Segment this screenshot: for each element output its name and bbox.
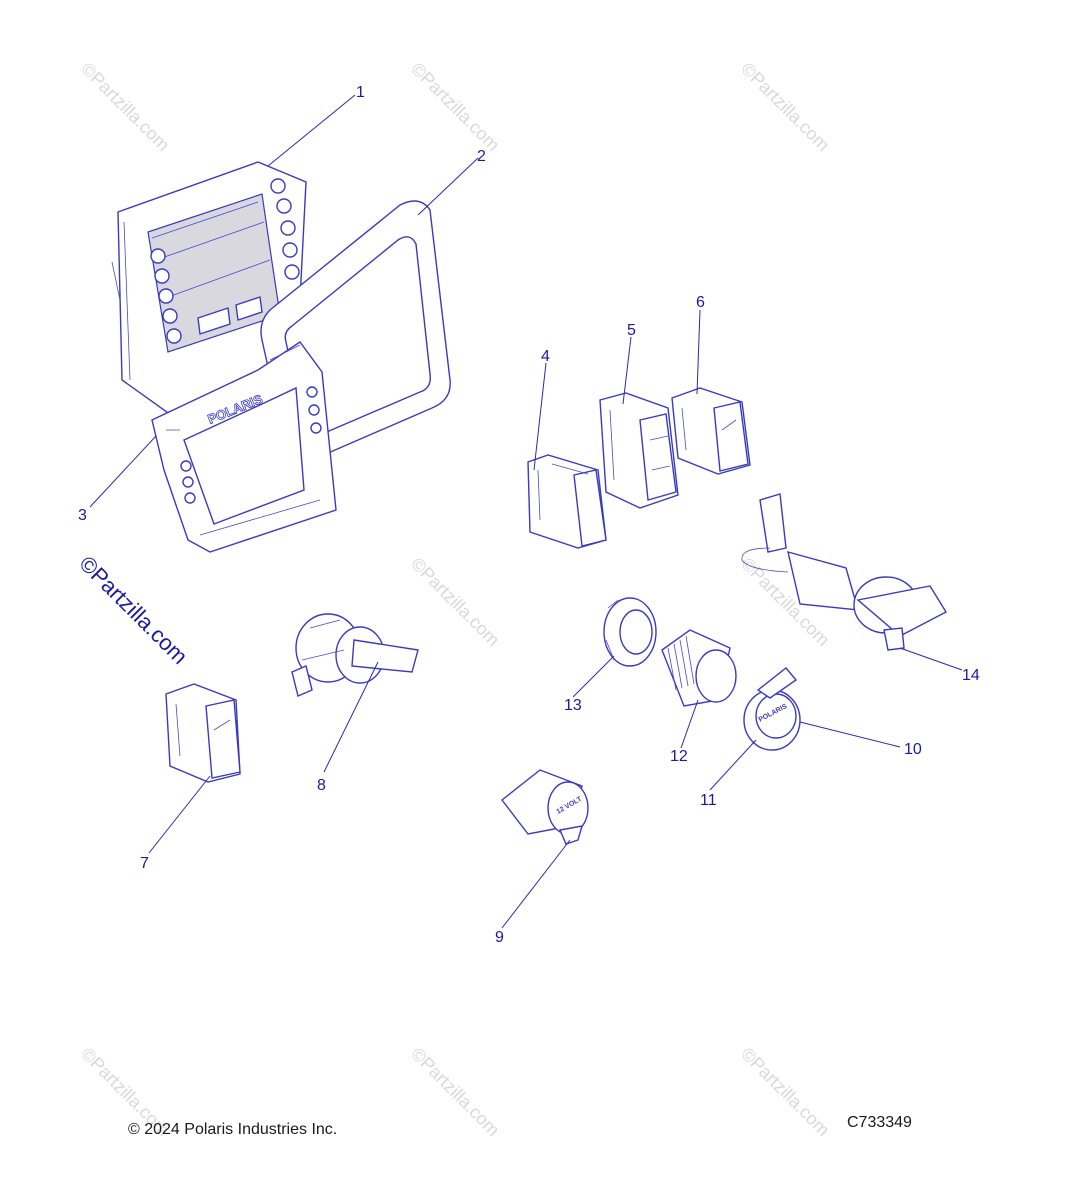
leader-10: [799, 721, 901, 748]
part-9-socket: 12 VOLT: [501, 769, 589, 845]
part-12-threaded-socket: [661, 629, 737, 707]
callout-2: 2: [477, 148, 486, 165]
leader-3: [89, 435, 157, 508]
callout-5: 5: [627, 322, 636, 339]
watermark: ©Partzilla.com: [77, 59, 173, 155]
part-7-switch: [165, 683, 241, 783]
leader-2: [417, 157, 479, 216]
watermark: ©Partzilla.com: [737, 59, 833, 155]
leader-5: [622, 336, 632, 405]
leader-11: [709, 739, 757, 791]
callout-14: 14: [962, 667, 980, 684]
watermark-blue: ©Partzilla.com: [74, 551, 192, 669]
leader-9: [501, 839, 571, 929]
leader-12: [680, 699, 699, 749]
part-14-usb-charger: [741, 493, 947, 651]
callout-9: 9: [495, 929, 504, 946]
leader-14: [899, 647, 963, 671]
leader-13: [572, 655, 615, 698]
callout-11: 11: [700, 792, 717, 809]
callout-4: 4: [541, 348, 550, 365]
diagram-code: C733349: [847, 1114, 912, 1131]
leader-4: [533, 362, 547, 471]
part-13-nut: [603, 597, 657, 667]
part-5-switch: [599, 392, 679, 509]
watermark: ©Partzilla.com: [737, 1044, 833, 1140]
watermark: ©Partzilla.com: [407, 554, 503, 650]
callout-8: 8: [317, 777, 326, 794]
callout-3: 3: [78, 507, 87, 524]
watermark: ©Partzilla.com: [407, 1044, 503, 1140]
leader-1: [267, 94, 356, 167]
leader-8: [323, 661, 379, 773]
part-4-switch: [527, 454, 607, 549]
callout-10: 10: [904, 741, 922, 758]
callout-7: 7: [140, 855, 149, 872]
part-10-cap: POLARIS: [743, 667, 801, 751]
callout-13: 13: [564, 697, 582, 714]
callout-1: 1: [356, 84, 365, 101]
leader-7: [148, 775, 211, 854]
callout-numbers: 1 2 3 4 5 6 7 8 9 10 11 12 13 14: [78, 84, 980, 946]
watermark: ©Partzilla.com: [407, 59, 503, 155]
leader-lines: [89, 94, 963, 929]
callout-12: 12: [670, 748, 688, 765]
part-6-switch: [671, 387, 751, 475]
callout-6: 6: [696, 294, 705, 311]
part-8-ignition: [291, 613, 419, 697]
copyright-text: © 2024 Polaris Industries Inc.: [128, 1121, 338, 1138]
part-3-bezel: POLARIS: [151, 341, 337, 553]
part-1-display: [111, 161, 307, 421]
leader-6: [696, 309, 701, 395]
